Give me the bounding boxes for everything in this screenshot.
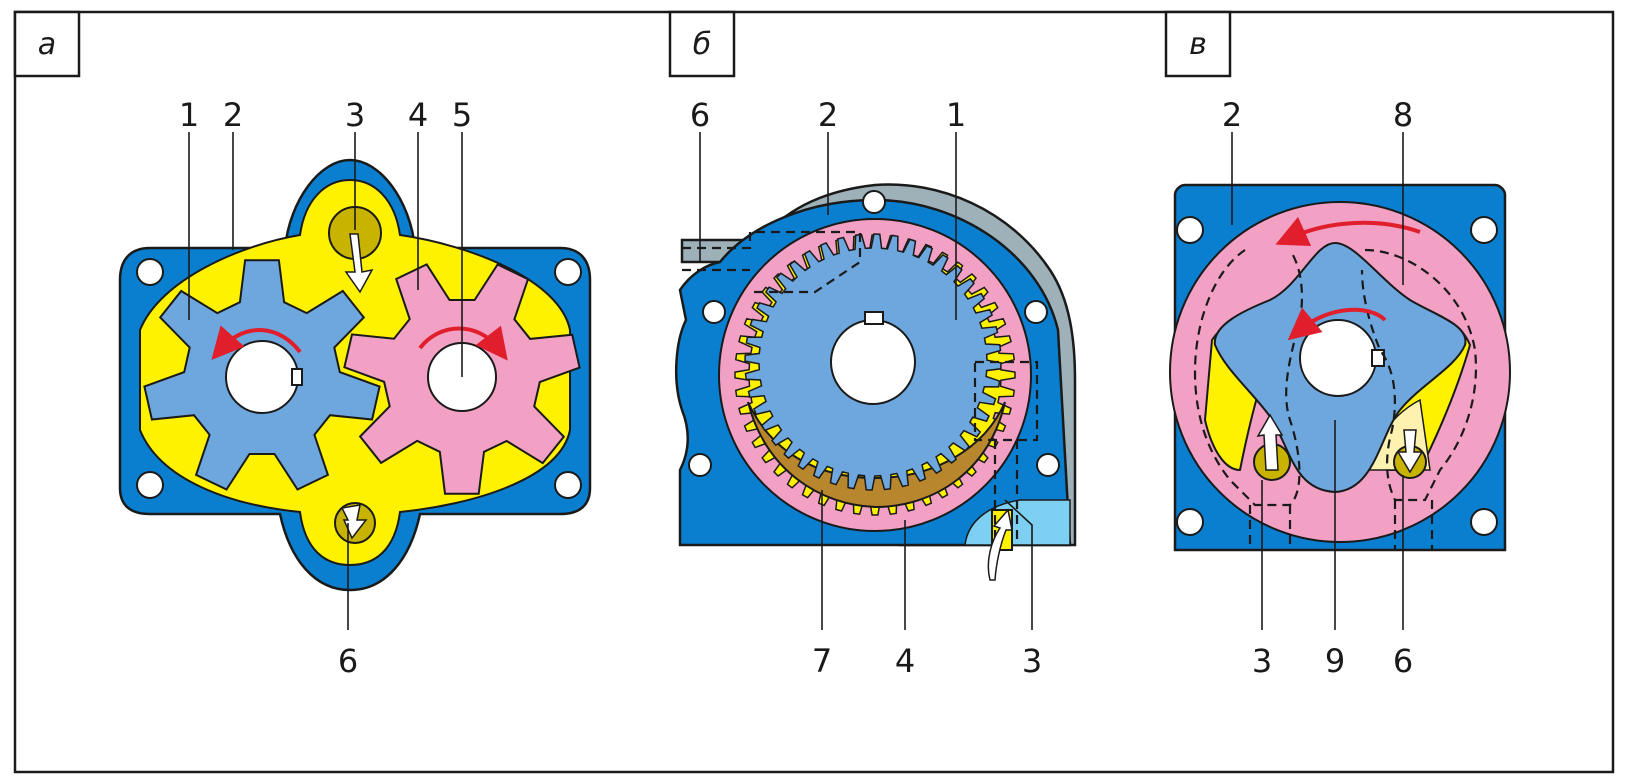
flow-arrow — [1256, 413, 1284, 471]
mounting-hole — [554, 258, 582, 286]
callout-number: 3 — [345, 96, 365, 134]
panel-b: б — [668, 10, 1077, 680]
callout-number: 4 — [408, 96, 428, 134]
mounting-hole — [702, 300, 726, 324]
callout-number: 4 — [895, 642, 915, 680]
panel-a: а 1 2 3 4 5 — [13, 10, 592, 680]
callout-number: 1 — [946, 96, 966, 134]
mounting-hole — [1470, 508, 1498, 536]
callout-number: 6 — [338, 642, 358, 680]
leader-line — [1004, 499, 1033, 630]
panel-v-letter-box — [1164, 10, 1232, 78]
mounting-hole — [688, 453, 712, 477]
callout-number: 3 — [1252, 642, 1272, 680]
mounting-hole — [1024, 300, 1048, 324]
mounting-hole — [554, 471, 582, 499]
flow-arrow — [987, 508, 1013, 581]
callout-number: 6 — [1393, 642, 1413, 680]
mounting-hole — [136, 258, 164, 286]
panel-a-letter: а — [38, 27, 56, 62]
callout-number: 1 — [179, 96, 199, 134]
panel-a-letter-box — [13, 10, 81, 78]
drive-shaft-bore — [225, 340, 299, 414]
callout-number: 2 — [223, 96, 243, 134]
figure-frame — [13, 10, 1615, 774]
panel-v: в — [1164, 10, 1511, 680]
rotation-arrow — [1275, 216, 1421, 247]
panel-v-letter: в — [1189, 27, 1207, 62]
mounting-hole — [1470, 216, 1498, 244]
mounting-hole — [1036, 453, 1060, 477]
mounting-hole — [1176, 216, 1204, 244]
hidden-passage — [973, 360, 1039, 442]
rotation-arrow — [211, 325, 302, 360]
callout-number: 6 — [690, 96, 710, 134]
callout-number: 3 — [1022, 642, 1042, 680]
keyway — [864, 311, 884, 325]
shaft-bore — [1299, 319, 1377, 397]
hidden-passage — [1360, 248, 1477, 502]
callout-number: 2 — [818, 96, 838, 134]
rotation-arrow — [1287, 307, 1387, 341]
callout-number: 9 — [1325, 642, 1345, 680]
keyway — [291, 368, 303, 386]
mounting-hole — [1176, 508, 1204, 536]
shaft-bore — [830, 319, 916, 405]
hidden-passage — [682, 230, 862, 294]
callout-number: 5 — [452, 96, 472, 134]
panel-b-letter-box — [668, 10, 736, 78]
flow-arrow — [1396, 429, 1424, 474]
mounting-hole — [136, 471, 164, 499]
panel-b-letter: б — [693, 27, 712, 62]
rotation-arrow — [418, 325, 508, 361]
flow-arrow — [344, 233, 374, 294]
callout-number: 8 — [1393, 96, 1413, 134]
callout-number: 2 — [1222, 96, 1242, 134]
flow-arrow — [340, 504, 368, 540]
callout-number: 7 — [812, 642, 832, 680]
mounting-hole — [862, 190, 886, 214]
